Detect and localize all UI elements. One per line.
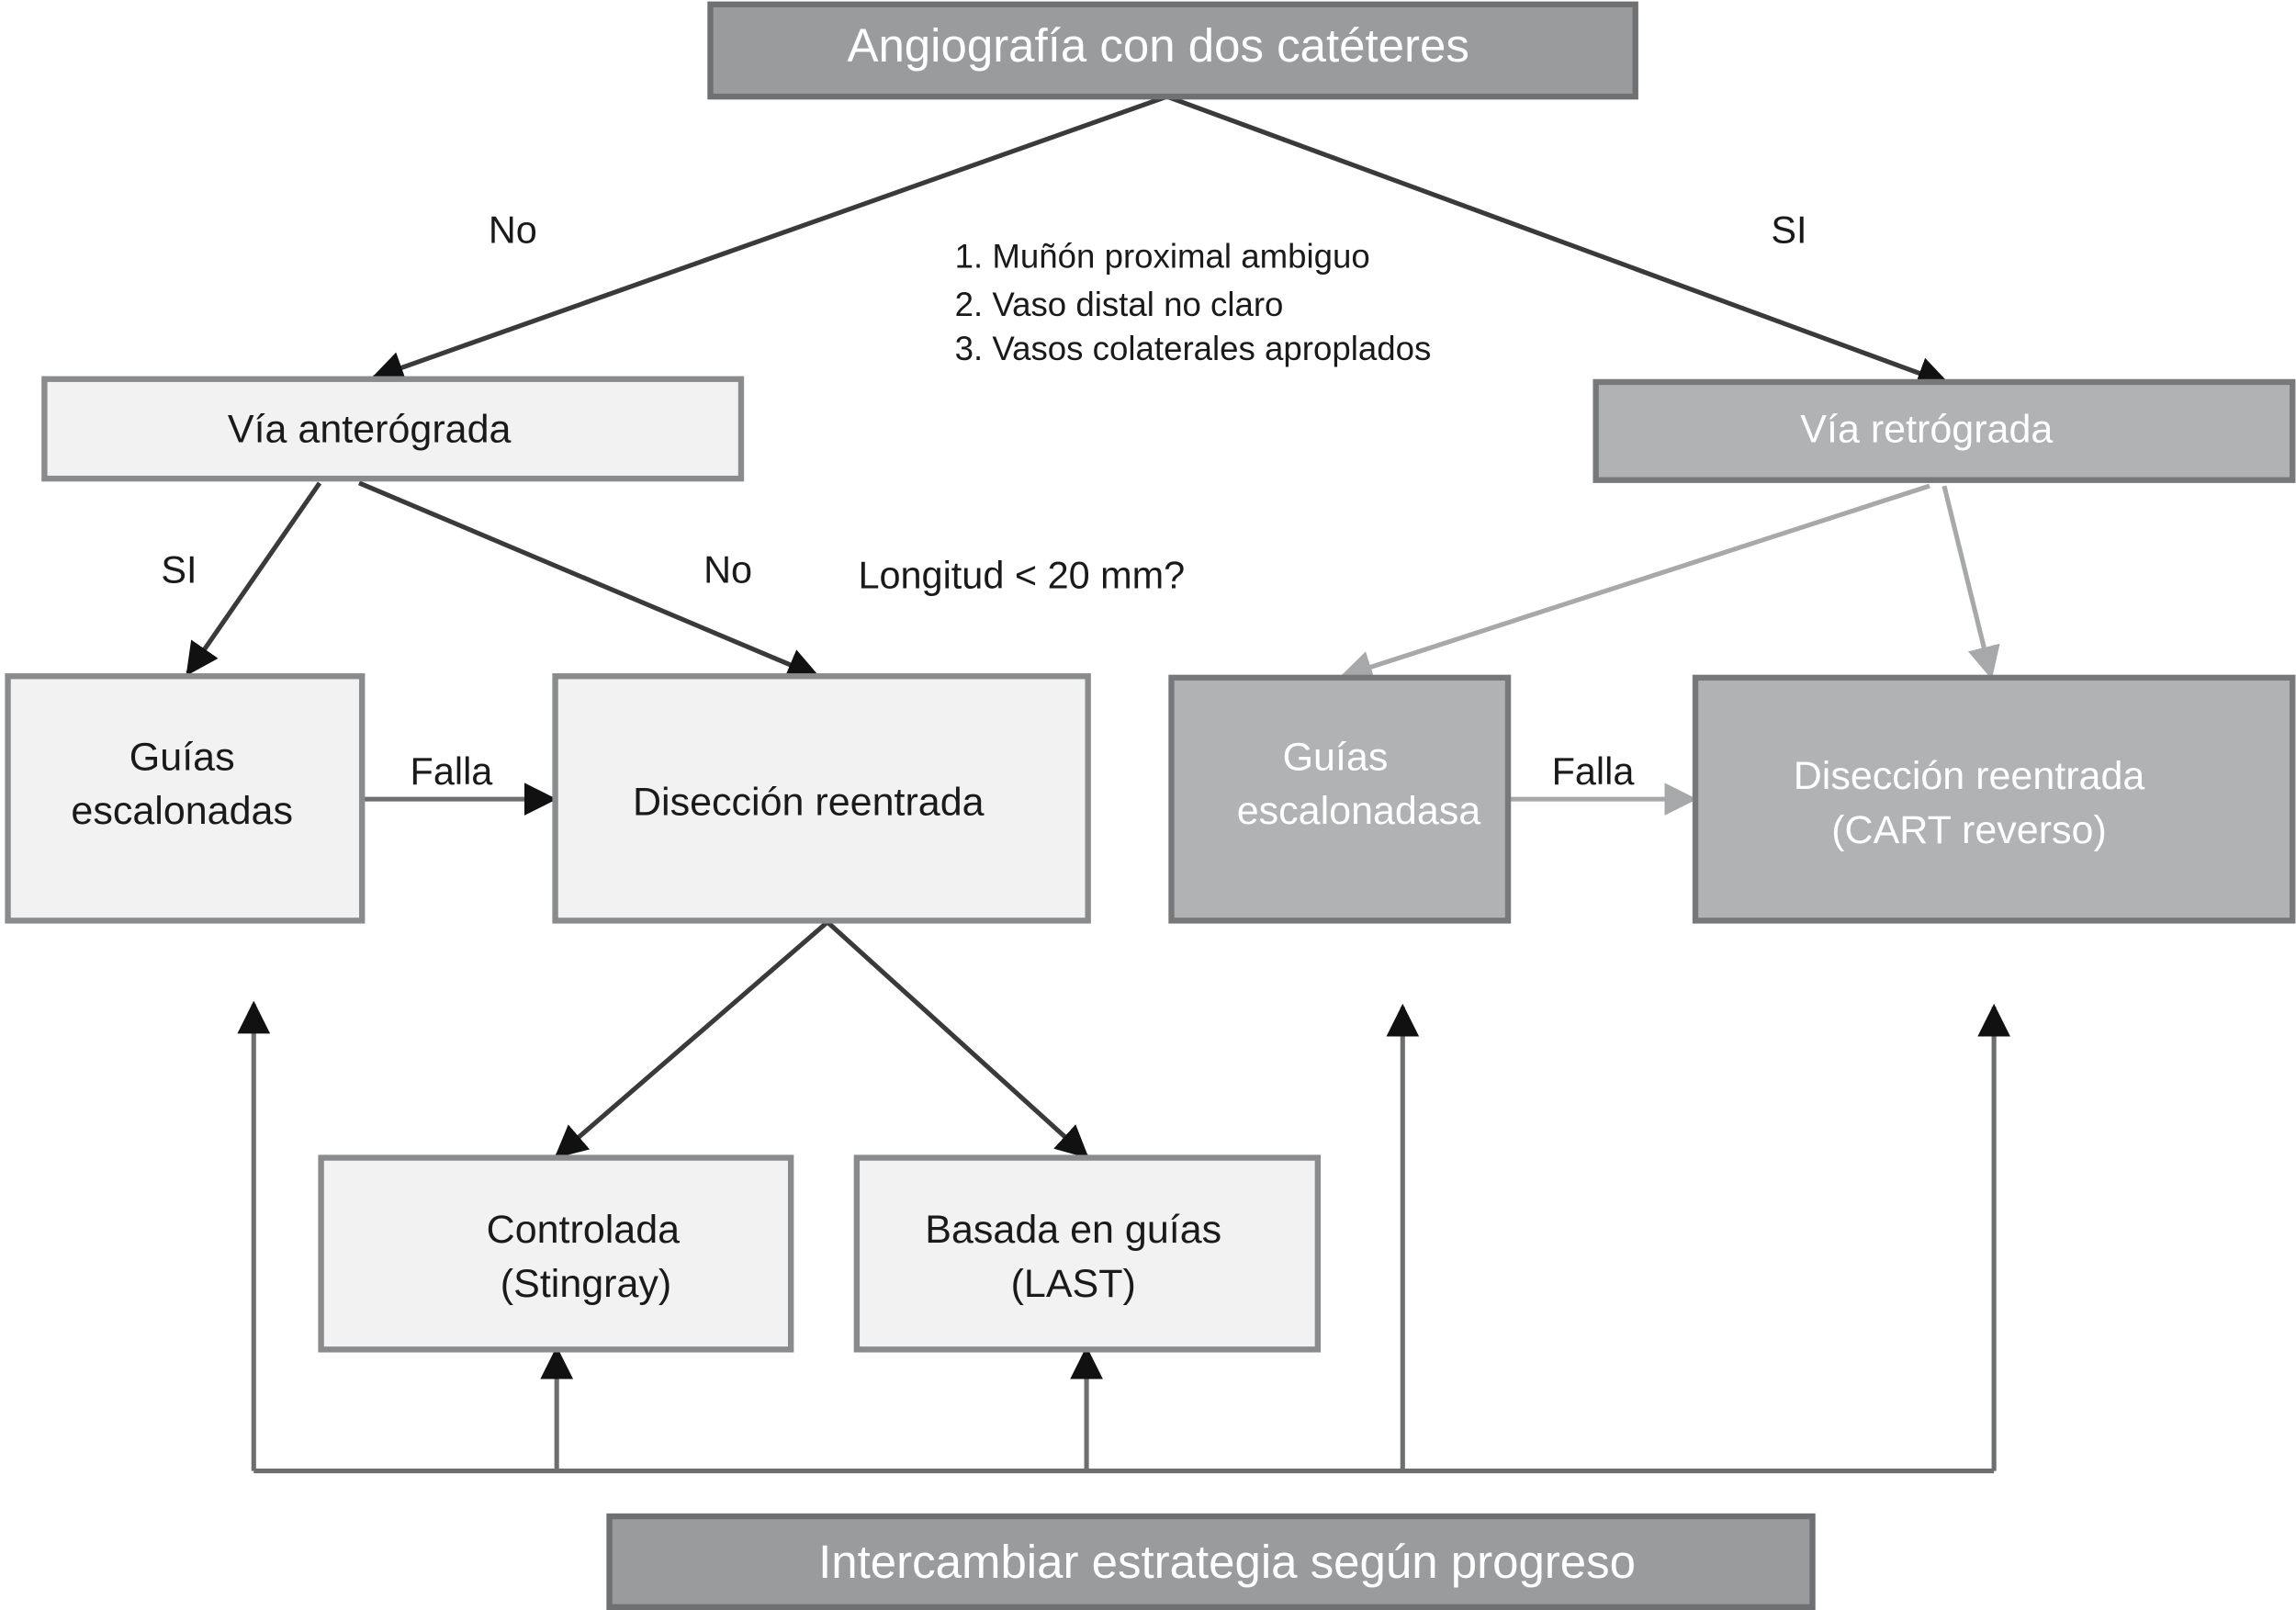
label-si-top: SI xyxy=(1771,208,1806,252)
node-ante-dissection-label: Disección reentrada xyxy=(633,781,985,825)
node-retro-wires-line2: escalonadasa xyxy=(1237,789,1481,833)
node-retro-wires: Guías escalonadasa xyxy=(1168,674,1512,924)
node-controlled-line2: (Stingray) xyxy=(501,1262,671,1306)
node-top: Angiografía con dos catéteres xyxy=(707,1,1638,100)
arrow-dissection-to-controlled xyxy=(554,920,829,1159)
criteria-item-3: 3. Vasos colaterales aproplados xyxy=(955,330,1432,367)
node-retrograde-label: Vía retrógrada xyxy=(1800,407,2053,451)
connectors xyxy=(186,94,2010,1474)
node-bottom-label: Intercambiar estrategia según progreso xyxy=(818,1536,1636,1588)
criteria-item-2: 2. Vaso distal no claro xyxy=(955,286,1284,323)
node-ante-dissection: Disección reentrada xyxy=(552,673,1091,924)
arrow-retrograde-to-wires xyxy=(1339,483,1930,683)
node-antegrade-label: Vía anterógrada xyxy=(228,407,512,451)
node-wire-based-line2: (LAST) xyxy=(1011,1262,1136,1306)
node-wire-based: Basada en guías (LAST) xyxy=(853,1154,1322,1353)
label-fail-right: Falla xyxy=(1552,749,1636,793)
arrow-antegrade-to-wires xyxy=(186,481,322,677)
node-retrograde: Vía retrógrada xyxy=(1593,378,2296,483)
node-retro-dissection: Disección reentrada (CART reverso) xyxy=(1692,674,2296,924)
label-no-top: No xyxy=(489,208,537,252)
arrow-dissection-to-wirebased xyxy=(826,920,1089,1159)
node-bottom: Intercambiar estrategia según progreso xyxy=(606,1513,1816,1610)
node-retro-wires-line1: Guías xyxy=(1283,735,1389,779)
node-ante-wires-line1: Guías xyxy=(129,735,235,779)
node-controlled: Controlada (Stingray) xyxy=(318,1154,794,1353)
label-length-question: Longitud < 20 mm? xyxy=(858,554,1185,597)
arrow-antegrade-to-dissection xyxy=(358,480,821,681)
node-wire-based-line1: Basada en guías xyxy=(925,1208,1221,1252)
arrow-top-to-antegrade xyxy=(370,94,1168,384)
node-antegrade: Vía anterógrada xyxy=(41,376,745,482)
node-retro-dissection-line2: (CART reverso) xyxy=(1831,808,2107,852)
node-retro-dissection-line1: Disección reentrada xyxy=(1794,754,2145,798)
node-controlled-line1: Controlada xyxy=(487,1208,681,1252)
node-top-label: Angiografía con dos catéteres xyxy=(847,19,1469,72)
arrow-top-to-retrograde xyxy=(1165,94,1951,389)
node-ante-wires-line2: escalonadas xyxy=(71,789,293,833)
node-ante-wires: Guías escalonadas xyxy=(5,673,366,924)
label-no-left: No xyxy=(703,547,752,591)
label-si-left: SI xyxy=(161,547,197,591)
label-fail-left: Falla xyxy=(411,749,494,793)
criteria-item-1: 1. Muñón proximal ambiguo xyxy=(955,238,1370,276)
arrow-retrograde-to-dissection xyxy=(1941,485,2000,680)
